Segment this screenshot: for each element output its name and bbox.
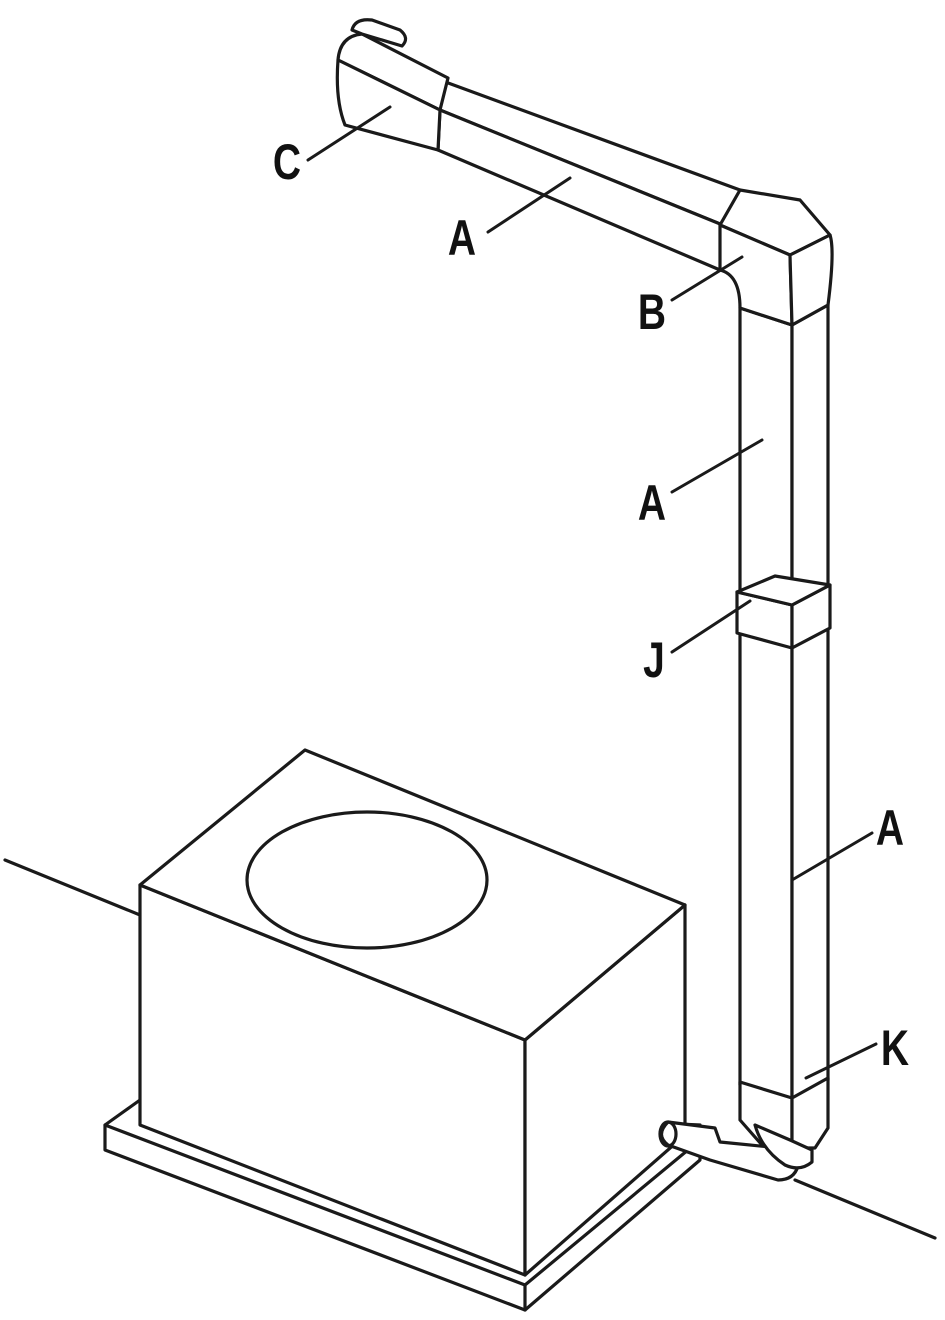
wall-elbow-c [335, 18, 450, 152]
label-k: K [880, 1020, 910, 1076]
label-j: J [643, 632, 665, 688]
leader-lines [306, 105, 878, 1080]
label-a-lower-vertical: A [875, 800, 905, 856]
label-c: C [272, 134, 302, 190]
ground-line [3, 858, 937, 1240]
joint-j [735, 574, 832, 650]
end-fitting-k [738, 1076, 830, 1170]
fan-grille [245, 810, 489, 950]
label-a-upper-vertical: A [637, 475, 667, 531]
label-b: B [637, 284, 667, 340]
corner-elbow-b [718, 188, 834, 327]
vertical-duct [738, 303, 830, 1102]
label-a-horizontal: A [447, 210, 477, 266]
condenser-unit [138, 748, 687, 1277]
horizontal-duct [436, 78, 742, 272]
